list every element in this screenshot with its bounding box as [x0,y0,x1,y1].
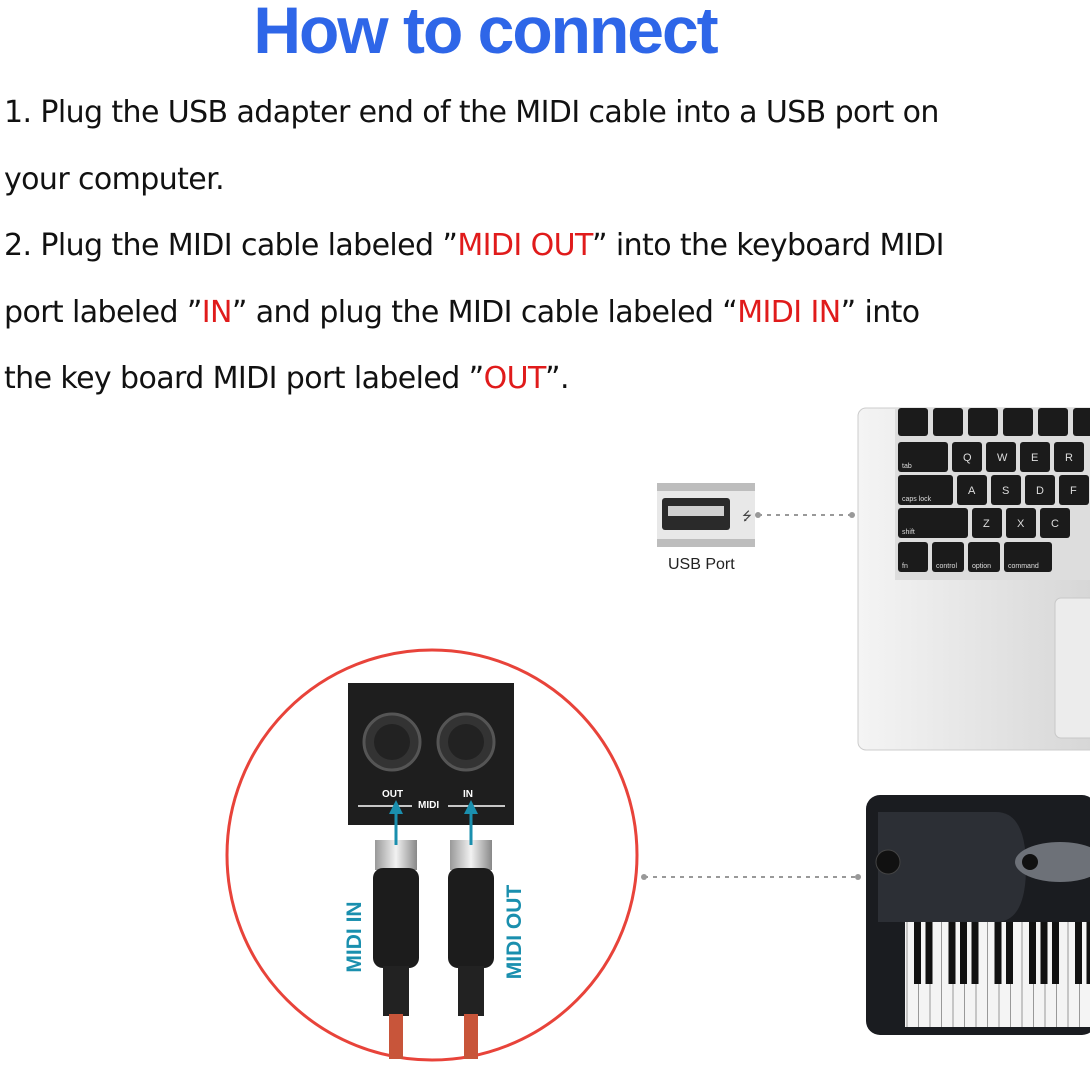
laptop-key [898,542,928,572]
highlight: MIDI OUT [457,228,593,263]
piano-black-key [925,922,933,984]
usb-port-label: USB Port [668,556,735,573]
laptop-key-label: F [1070,485,1077,497]
laptop-key [1040,508,1070,538]
laptop-key [952,442,982,472]
midi-out-port-label: OUT [382,789,404,800]
step-1-line-2: your computer. [4,162,225,197]
laptop-key [1025,475,1055,505]
laptop-key [898,475,953,505]
laptop-key [1003,408,1033,436]
highlight: MIDI IN [737,295,841,330]
piano-black-key [1086,922,1090,984]
laptop-key-label: E [1031,452,1038,464]
laptop-key [986,442,1016,472]
laptop-key [991,475,1021,505]
laptop-key [898,442,948,472]
highlight: OUT [483,361,546,396]
midi-in-port-label: IN [463,789,473,800]
text: ” into the keyboard MIDI [592,228,944,263]
text: ” and plug the MIDI cable labeled “ [231,295,738,330]
step-2-line-2: port labeled ”IN” and plug the MIDI cabl… [4,295,920,330]
laptop-key [1006,508,1036,538]
piano-black-key [914,922,921,984]
laptop-key-label: S [1002,485,1009,497]
midi-cables [373,800,494,1059]
laptop-key [1073,408,1090,436]
midi-port-panel [348,683,514,825]
laptop-key [932,542,964,572]
laptop-key-label: command [1008,563,1039,570]
piano-black-key [1052,922,1059,984]
step-2-line-1: 2. Plug the MIDI cable labeled ”MIDI OUT… [4,228,944,263]
laptop-key [957,475,987,505]
cable-label-midi-in: MIDI IN [343,901,366,973]
laptop-key-label: X [1017,518,1025,530]
laptop-key [1059,475,1089,505]
svg-text:⭍: ⭍ [742,509,752,523]
step-1-line-1: 1. Plug the USB adapter end of the MIDI … [4,95,939,130]
laptop-key [968,408,998,436]
text: 2. Plug the MIDI cable labeled ” [4,228,458,263]
page-title: How to connect [253,0,718,67]
laptop-key-label: C [1051,518,1059,530]
electronic-keyboard-image [866,795,1090,1035]
laptop-key [1020,442,1050,472]
zoom-circle [225,648,639,1062]
piano-black-key [994,922,1002,984]
laptop-key-label: R [1065,452,1073,464]
laptop-key-label: Z [983,518,990,530]
piano-black-key [1040,922,1048,984]
midi-panel-label: MIDI [418,800,440,811]
laptop-key-label: tab [902,463,912,470]
usb-port-image: ⭍ [657,483,755,547]
laptop-key-label: caps lock [902,496,932,503]
laptop-key [933,408,963,436]
laptop-key [1054,442,1084,472]
text: ”. [545,361,569,396]
laptop-key-label: A [968,485,976,497]
laptop-key [898,508,968,538]
laptop-key [1004,542,1052,572]
piano-black-key [1006,922,1013,984]
text: the key board MIDI port labeled ” [4,361,484,396]
piano-black-key [948,922,956,984]
piano-black-key [1075,922,1082,984]
laptop-key-label: W [997,452,1008,464]
laptop-key-label: Q [963,452,972,464]
laptop-key-label: fn [902,563,908,570]
text: port labeled ” [4,295,202,330]
laptop-key [968,542,1000,572]
piano-black-key [1029,922,1036,984]
laptop-key [1038,408,1068,436]
highlight: IN [201,295,233,330]
piano-black-key [971,922,979,984]
text: ” into [840,295,921,330]
laptop-key-label: shift [902,529,915,536]
laptop-key-label: D [1036,485,1044,497]
laptop-key [898,408,928,436]
piano-black-key [960,922,967,984]
cable-label-midi-out: MIDI OUT [503,884,526,980]
step-2-line-3: the key board MIDI port labeled ”OUT”. [4,361,570,396]
laptop-key-label: option [972,563,991,570]
laptop-key [972,508,1002,538]
laptop-key-label: control [936,563,957,570]
